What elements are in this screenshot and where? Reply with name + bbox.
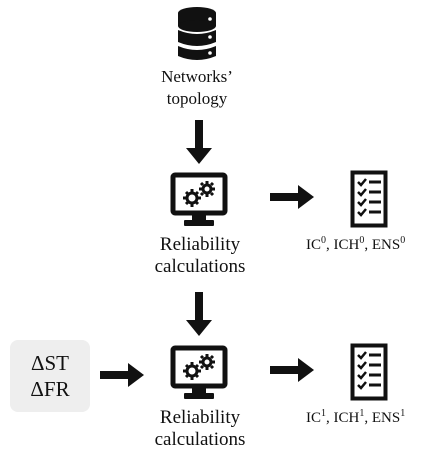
arrow-right-2 (100, 362, 146, 388)
delta-st-label: ΔST (30, 351, 69, 375)
step1-label-line1: Reliability (159, 234, 241, 255)
superscript: 0 (321, 235, 326, 246)
step1-output-label: IC0, ICH0, ENS0 (306, 235, 406, 254)
separator: , (326, 237, 334, 253)
output-item-ic-1: IC (306, 410, 321, 426)
arrow-right-1 (270, 184, 316, 210)
arrow-down-1 (184, 120, 214, 166)
step2-label-line1: Reliability (159, 407, 241, 428)
separator: , (326, 410, 334, 426)
separator: , (364, 237, 372, 253)
input-label-line1: Networks’ (161, 67, 233, 86)
output-item-ens-0: ENS (371, 237, 401, 253)
computer-gears-icon-1 (170, 172, 228, 230)
checklist-icon-2 (350, 343, 388, 401)
separator: , (364, 410, 372, 426)
database-icon (176, 6, 218, 62)
step2-output-label: IC1, ICH1, ENS1 (306, 408, 406, 427)
superscript: 0 (359, 235, 365, 246)
delta-fr-label: ΔFR (30, 377, 70, 401)
step2-label-line2: calculations (154, 429, 246, 450)
computer-gears-icon-2 (170, 345, 228, 403)
step2-label: Reliability calculations (120, 407, 280, 451)
output-item-ic-0: IC (306, 237, 321, 253)
step1-label: Reliability calculations (120, 234, 280, 278)
output-item-ich-1: ICH (333, 410, 360, 426)
arrow-down-2 (184, 292, 214, 338)
superscript: 0 (400, 235, 406, 246)
superscript: 1 (359, 408, 365, 419)
input-label: Networks’ topology (130, 66, 264, 110)
delta-inputs-text: ΔST ΔFR (10, 340, 90, 402)
step1-label-line2: calculations (154, 256, 246, 277)
input-label-line2: topology (166, 89, 228, 108)
superscript: 1 (400, 408, 406, 419)
checklist-icon-1 (350, 170, 388, 228)
superscript: 1 (321, 408, 326, 419)
output-item-ens-1: ENS (371, 410, 401, 426)
arrow-right-3 (270, 357, 316, 383)
output-item-ich-0: ICH (333, 237, 360, 253)
delta-inputs-box: ΔST ΔFR (10, 340, 90, 412)
